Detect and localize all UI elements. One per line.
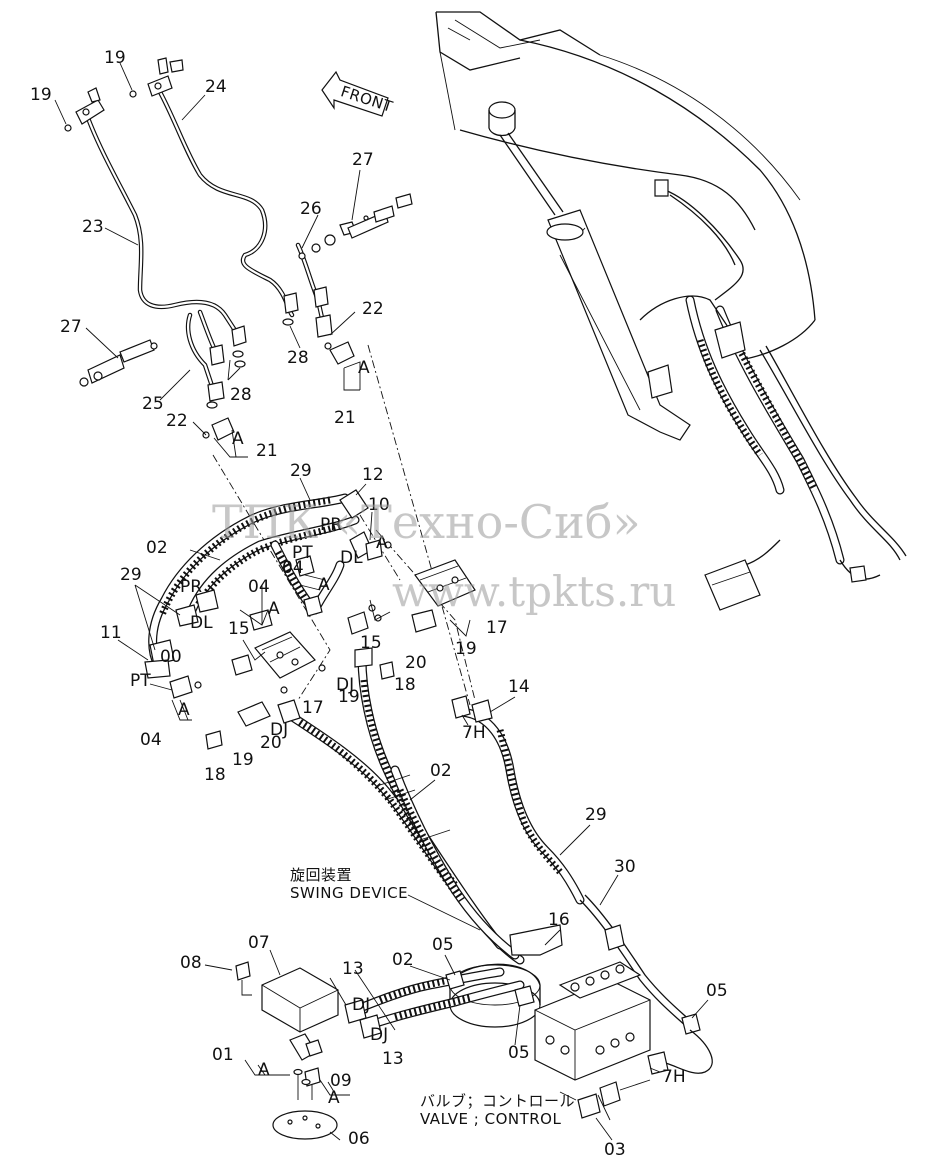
bracket-and-plate	[235, 961, 350, 1140]
label-08: 08	[180, 953, 202, 973]
label-13: 13	[342, 959, 364, 979]
label-04: 04	[248, 577, 270, 597]
label-19: 19	[455, 639, 477, 659]
label-29: 29	[290, 461, 312, 481]
label-16: 16	[548, 910, 570, 930]
label-13: 13	[382, 1049, 404, 1069]
swing-device-caption-jp: 旋回装置	[290, 866, 352, 884]
label-18: 18	[204, 765, 226, 785]
label-PT: PT	[130, 671, 151, 691]
label-09: 09	[330, 1071, 352, 1091]
label-04: 04	[282, 558, 304, 578]
swing-device	[344, 924, 563, 1039]
label-7H: 7H	[662, 1067, 686, 1087]
label-A: A	[318, 575, 330, 595]
label-29: 29	[585, 805, 607, 825]
label-02: 02	[392, 950, 414, 970]
label-A: A	[178, 700, 190, 720]
label-19: 19	[232, 750, 254, 770]
label-14: 14	[508, 677, 530, 697]
label-17: 17	[302, 698, 324, 718]
control-valve-caption-jp: バルブ；コントロール	[420, 1092, 575, 1110]
label-23: 23	[82, 217, 104, 237]
control-valve	[534, 961, 651, 1121]
lower-hoses	[277, 647, 525, 965]
label-DJ: DJ	[336, 675, 354, 695]
label-DJ: DJ	[370, 1025, 388, 1045]
boom-hoses	[639, 179, 907, 611]
label-19: 19	[104, 48, 126, 68]
label-22: 22	[362, 299, 384, 319]
watermark-company: ТПК «Техно-Сиб»	[212, 495, 641, 549]
label-27: 27	[60, 317, 82, 337]
label-A: A	[358, 358, 370, 378]
mid-valves	[169, 539, 476, 750]
label-24: 24	[205, 77, 227, 97]
mid-hose-assembly	[144, 489, 373, 679]
label-17: 17	[486, 618, 508, 638]
label-25: 25	[142, 394, 164, 414]
label-10: 10	[368, 495, 390, 515]
right-hoses	[451, 695, 713, 1075]
part-labels: 19 19 24 23 27 26 22 28 27 28 25 22 21 2…	[30, 48, 728, 1160]
label-18: 18	[394, 675, 416, 695]
watermark-url: www.tpkts.ru	[392, 567, 676, 616]
label-02: 02	[430, 761, 452, 781]
label-05: 05	[432, 935, 454, 955]
label-21: 21	[256, 441, 278, 461]
label-20: 20	[260, 733, 282, 753]
label-07: 07	[248, 933, 270, 953]
label-28: 28	[287, 348, 309, 368]
label-A: A	[258, 1060, 270, 1080]
label-PT: PT	[292, 543, 313, 563]
label-leaders	[117, 477, 709, 1141]
label-30: 30	[614, 857, 636, 877]
label-7H: 7H	[462, 723, 486, 743]
label-02: 02	[146, 538, 168, 558]
label-05: 05	[706, 981, 728, 1001]
label-03: 03	[604, 1140, 626, 1160]
label-15: 15	[360, 633, 382, 653]
label-28: 28	[230, 385, 252, 405]
watermark: ТПК «Техно-Сиб» www.tpkts.ru	[212, 495, 676, 616]
label-22: 22	[166, 411, 188, 431]
control-valve-caption: VALVE ; CONTROL	[420, 1110, 561, 1128]
label-06: 06	[348, 1129, 370, 1149]
label-20: 20	[405, 653, 427, 673]
boom-cylinder	[488, 101, 691, 441]
label-04: 04	[140, 730, 162, 750]
label-A: A	[232, 429, 244, 449]
label-PR: PR	[320, 515, 342, 535]
label-A: A	[268, 599, 280, 619]
label-DL: DL	[190, 613, 213, 633]
label-DJ: DJ	[352, 995, 370, 1015]
label-12: 12	[362, 465, 384, 485]
label-21: 21	[334, 408, 356, 428]
front-arrow: FRONT	[321, 70, 395, 117]
label-01: 01	[212, 1045, 234, 1065]
label-05: 05	[508, 1043, 530, 1063]
label-27: 27	[352, 150, 374, 170]
label-00: 00	[160, 647, 182, 667]
label-19: 19	[338, 687, 360, 707]
label-DL: DL	[340, 548, 363, 568]
boom-outline	[435, 11, 816, 361]
tube-fittings	[64, 57, 413, 441]
label-15: 15	[228, 619, 250, 639]
label-DJ: DJ	[270, 720, 288, 740]
label-A: A	[376, 533, 388, 553]
label-26: 26	[300, 199, 322, 219]
label-19: 19	[30, 85, 52, 105]
label-29: 29	[120, 565, 142, 585]
label-PR: PR	[180, 577, 202, 597]
swing-device-caption: SWING DEVICE	[290, 884, 408, 902]
captions: 旋回装置 SWING DEVICE バルブ；コントロール VALVE ; CON…	[290, 866, 575, 1128]
label-11: 11	[100, 623, 122, 643]
label-A: A	[328, 1088, 340, 1108]
